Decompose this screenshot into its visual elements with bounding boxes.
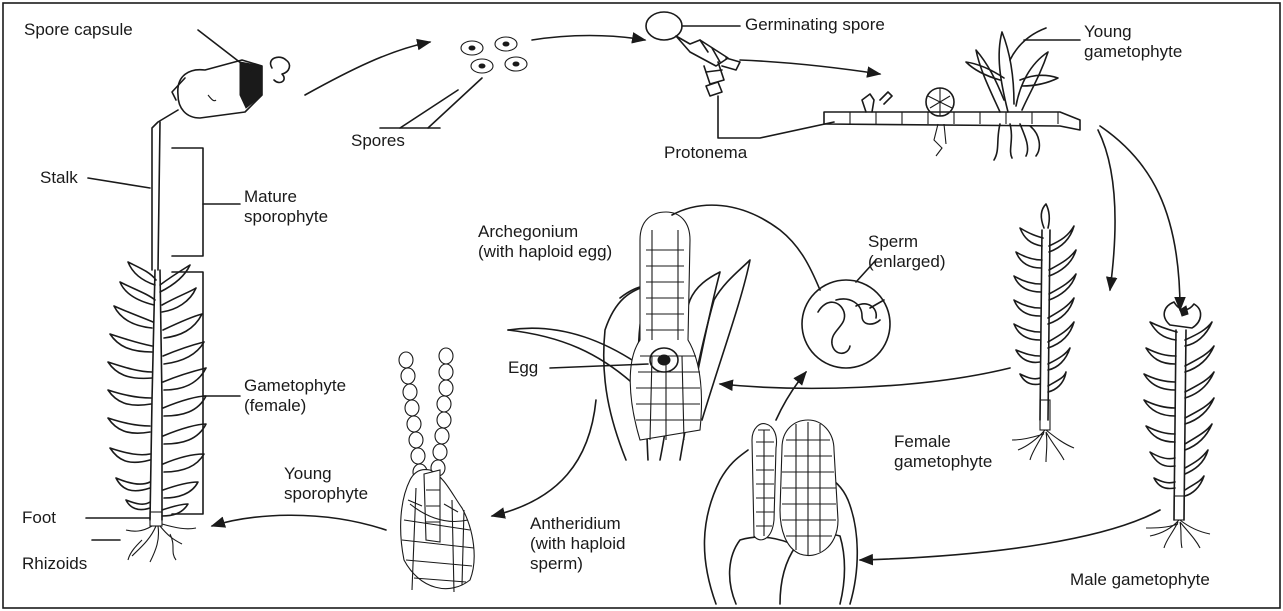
- label-protonema: Protonema: [664, 143, 747, 163]
- label-egg: Egg: [508, 358, 538, 378]
- sporophyte-gametophyte-brackets: [172, 148, 240, 514]
- young-sporophyte-drawing: [399, 348, 474, 592]
- spores-drawing: [305, 36, 645, 129]
- label-archegonium: Archegonium (with haploid egg): [478, 222, 612, 262]
- spore-capsule-leader: [198, 30, 246, 67]
- label-gametophyte-female: Gametophyte (female): [244, 376, 346, 416]
- label-rhizoids: Rhizoids: [22, 554, 87, 574]
- protonema-leader: [718, 96, 834, 138]
- label-antheridium: Antheridium (with haploid sperm): [530, 514, 625, 574]
- protonema-young-gametophyte-drawing: [824, 28, 1080, 160]
- label-male-gametophyte: Male gametophyte: [1070, 570, 1210, 590]
- arrow-to-archegonium: [720, 368, 1010, 388]
- label-female-gametophyte: Female gametophyte: [894, 432, 992, 472]
- female-gametophyte-plant-drawing: [108, 262, 206, 562]
- label-germinating-spore: Germinating spore: [745, 15, 885, 35]
- female-gametophyte-drawing: [1012, 204, 1076, 462]
- label-foot: Foot: [22, 508, 56, 528]
- arrow-to-antheridium: [860, 510, 1160, 560]
- arrow-to-mature-sporophyte: [212, 515, 386, 530]
- antheridium-drawing: [704, 420, 857, 604]
- sperm-enlarged-drawing: [802, 260, 890, 368]
- arrow-to-young-sporophyte: [492, 400, 596, 516]
- arrow-to-sperm: [776, 372, 806, 420]
- label-spores: Spores: [351, 131, 405, 151]
- male-gametophyte-drawing: [1144, 302, 1214, 548]
- label-young-gametophyte: Young gametophyte: [1084, 22, 1182, 62]
- label-young-sporophyte: Young sporophyte: [284, 464, 368, 504]
- label-mature-sporophyte: Mature sporophyte: [244, 187, 328, 227]
- arrow-to-female-gametophyte: [1098, 130, 1115, 290]
- mature-sporophyte-drawing: [152, 57, 289, 270]
- label-spore-capsule: Spore capsule: [24, 20, 133, 40]
- label-sperm-enlarged: Sperm (enlarged): [868, 232, 946, 272]
- arrow-to-male-gametophyte: [1100, 126, 1180, 310]
- stalk-leader: [88, 178, 150, 188]
- label-stalk: Stalk: [40, 168, 78, 188]
